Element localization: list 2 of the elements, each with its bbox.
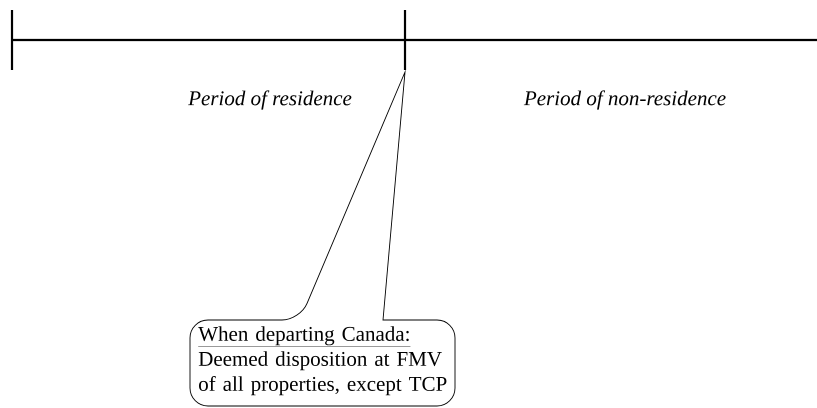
period-label: Period of residence — [188, 90, 352, 110]
period-label: Period of non-residence — [524, 90, 726, 110]
